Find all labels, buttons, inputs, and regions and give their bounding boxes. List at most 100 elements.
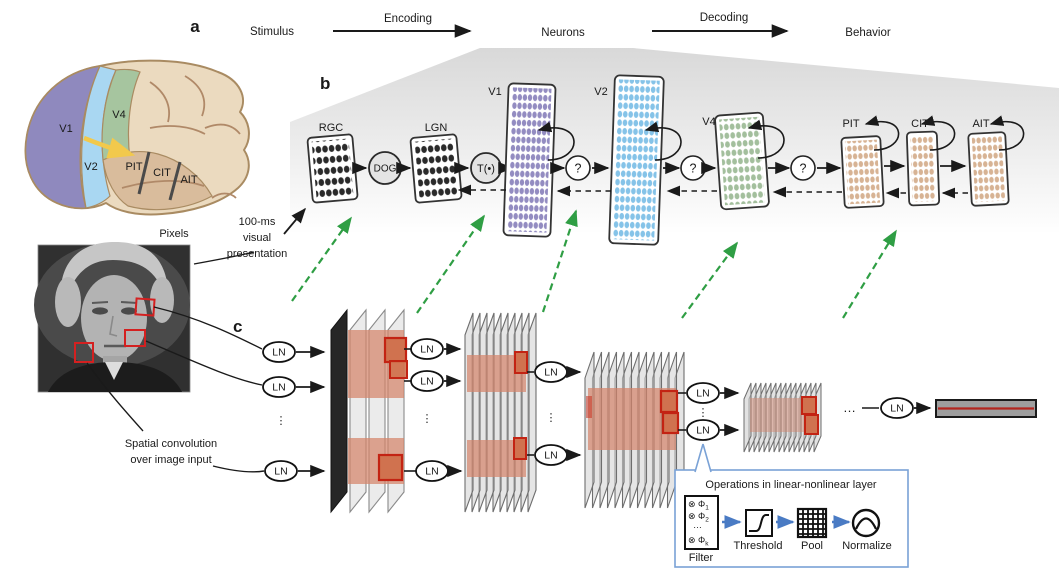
conv-note-curve — [212, 465, 265, 473]
vdots: ⋮ — [546, 412, 557, 424]
unknown-node-1 — [565, 155, 591, 181]
lgn-label: LGN — [425, 122, 448, 134]
panel-c: c Spatial convolution over image input L… — [86, 306, 1037, 514]
v4-recurrence-loop — [747, 119, 785, 159]
conv-sheet — [743, 382, 752, 453]
rf-patch — [514, 351, 528, 374]
brain-cit-label: CIT — [153, 167, 171, 179]
filter-sub: 1 — [705, 505, 709, 512]
ln-column-3: LN ⋮ LN — [527, 361, 582, 466]
ln-column-2: LN LN ⋮ LN — [404, 338, 463, 482]
ln-label: LN — [420, 376, 433, 388]
filter-item-1: ⊗ Φ1 — [688, 499, 709, 512]
panel-b-label: b — [320, 74, 330, 93]
vdots: ⋮ — [276, 415, 287, 427]
brain-ait-label: AIT — [180, 174, 197, 186]
unknown-node-3 — [790, 155, 816, 181]
ln-node — [264, 460, 298, 482]
rf-patch — [383, 336, 408, 364]
brain-region-v1 — [24, 65, 102, 209]
mapping-arrows — [291, 209, 897, 319]
encoding-label: Encoding — [384, 13, 432, 25]
rf-curve-2 — [145, 340, 263, 386]
brain-sulcus — [121, 180, 205, 189]
cit-label: CIT — [911, 118, 929, 130]
rf-patch — [513, 437, 527, 460]
ln-label: LN — [420, 344, 433, 356]
filter-item-k: ⊗ Φk — [688, 535, 709, 548]
ln-node — [686, 382, 720, 404]
portrait-hair-left — [55, 277, 81, 327]
portrait-hair-right — [150, 277, 174, 323]
rf-curve-1 — [153, 306, 263, 350]
conv-stack-4 — [743, 382, 822, 453]
photo-callout-line — [193, 251, 255, 265]
ln-label: LN — [890, 403, 903, 415]
conv-stack-1 — [330, 308, 408, 514]
rf-patch-edge — [586, 396, 592, 418]
ln-node — [262, 341, 296, 363]
ops-box: Operations in linear-nonlinear layer ⊗ Φ… — [674, 443, 909, 568]
rf-patch — [661, 411, 680, 435]
brain-sulcus — [184, 75, 206, 117]
brain-pit-label: PIT — [125, 161, 142, 173]
conv-sheet-front — [330, 308, 348, 514]
rgc-label: RGC — [319, 122, 344, 134]
rf-patch — [801, 396, 817, 415]
pit-recurrence-loop — [864, 115, 900, 151]
decoding-label: Decoding — [700, 12, 749, 24]
v2-label: V2 — [594, 86, 607, 98]
brain-sulcus — [211, 192, 237, 199]
mapping-arrow-3 — [541, 209, 578, 313]
ait-recurrence-loop — [989, 115, 1025, 151]
portrait-right-brow — [120, 301, 138, 304]
ln-node — [410, 338, 444, 360]
dog-label: DOG — [374, 164, 397, 175]
portrait-left-eye — [92, 307, 108, 315]
panel-a: a Stimulus Encoding Neurons Decoding Beh… — [190, 12, 891, 39]
conv-stack-2 — [464, 312, 537, 513]
brain-v4-label: V4 — [112, 109, 125, 121]
stimulus-label: Stimulus — [250, 26, 294, 38]
rf-curve-3 — [86, 362, 144, 432]
behavior-label: Behavior — [845, 27, 891, 39]
ln-label: LN — [425, 466, 438, 478]
v1-label: V1 — [488, 86, 501, 98]
ops-callout-lines — [694, 443, 712, 473]
hdots: … — [843, 400, 857, 415]
ln-node — [686, 419, 720, 441]
ln-label: LN — [272, 347, 285, 359]
portrait-left-brow — [91, 301, 109, 304]
portrait-hair — [60, 241, 169, 312]
filter-sym: ⊗ Φ — [688, 499, 705, 509]
rf-box-2 — [124, 329, 146, 347]
output-stage: … LN — [843, 397, 1037, 419]
ln-label: LN — [696, 425, 709, 437]
presentation-arrow — [283, 207, 306, 235]
presentation-line1: 100-ms — [239, 216, 276, 228]
panel-b: b RGC DOG LGN T(•) V1 ? — [227, 74, 1025, 260]
v4-panel — [714, 111, 770, 211]
v2-panel — [608, 74, 665, 246]
ln-label: LN — [274, 466, 287, 478]
conv-sheet — [464, 312, 474, 513]
rf-patch — [377, 453, 404, 482]
ait-label: AIT — [972, 118, 989, 130]
brain-divider-pit-cit — [137, 151, 151, 195]
brain-divider-cit-ait — [168, 161, 182, 201]
pool-icon — [796, 507, 828, 539]
neurons-label: Neurons — [541, 27, 585, 39]
brain-sulcus — [149, 125, 206, 135]
brain-v2-label: V2 — [84, 161, 97, 173]
ln-node — [410, 370, 444, 392]
rf-box-3 — [74, 342, 94, 363]
lgn-panel — [409, 133, 463, 204]
filter-label: Filter — [689, 552, 714, 564]
panel-a-label: a — [190, 17, 200, 36]
pool-label: Pool — [801, 540, 823, 552]
transform-label: T(•) — [477, 163, 495, 175]
pixels-label: Pixels — [159, 228, 189, 240]
brain-illustration: V1 V2 V4 PIT CIT AIT — [24, 59, 250, 216]
v2-recurrence-loop — [644, 121, 682, 161]
